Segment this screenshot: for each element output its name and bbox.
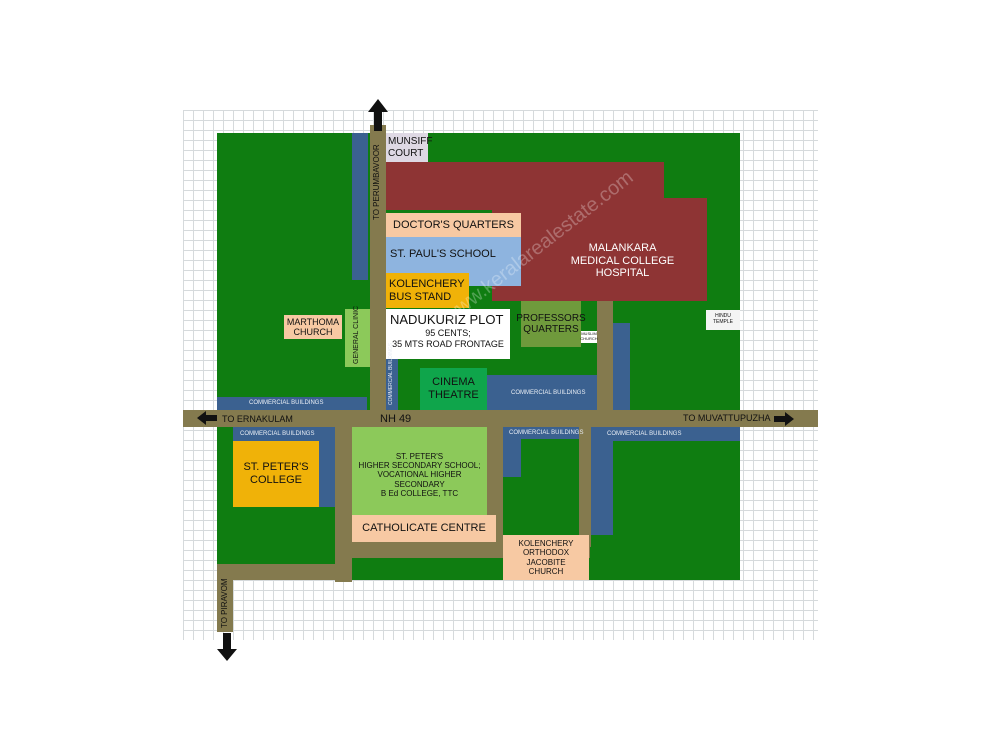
kolenchery-bus-stand: KOLENCHERY BUS STAND <box>386 273 469 308</box>
commercial-label: COMMERCIAL BUILDINGS <box>240 431 315 437</box>
to-piravom-label: TO PIRAVOM <box>220 578 229 629</box>
st-peters-school: ST. PETER'S HIGHER SECONDARY SCHOOL; VOC… <box>352 427 487 515</box>
hospital-block <box>492 198 707 301</box>
arrow-down-icon <box>217 633 237 661</box>
muslim-church: MUSLIM CHURCH <box>580 331 598 343</box>
commercial-strip: COMMERCIAL BUILDINGS <box>217 397 367 410</box>
munsiff-court: MUNSIFF COURT <box>386 133 432 162</box>
plot-title: NADUKURIZ PLOT <box>390 312 504 327</box>
st-peters-college: ST. PETER'S COLLEGE <box>233 441 319 507</box>
nadukuriz-plot: NADUKURIZ PLOT 95 CENTS; 35 MTS ROAD FRO… <box>386 309 510 359</box>
commercial-strip <box>352 133 368 280</box>
arrow-up-icon <box>368 99 388 131</box>
arrow-right-icon <box>774 412 794 426</box>
commercial-label: COMMERCIAL BUILDINGS <box>249 400 324 406</box>
to-perumbavoor-label: TO PERUMBAVOOR <box>372 144 381 220</box>
commercial-label: COMMERCIAL BUILDINGS <box>388 342 394 405</box>
marthoma-church: MARTHOMA CHURCH <box>284 315 342 339</box>
to-muvattupuzha-label: TO MUVATTUPUZHA <box>683 413 771 423</box>
commercial-strip: COMMERCIAL BUILDINGS <box>233 427 335 441</box>
catholicate-centre: CATHOLICATE CENTRE <box>352 515 496 542</box>
commercial-label: COMMERCIAL BUILDINGS <box>607 431 682 437</box>
hospital-label: MALANKARA MEDICAL COLLEGE HOSPITAL <box>570 242 675 280</box>
doctors-quarters: DOCTOR'S QUARTERS <box>386 213 521 237</box>
kolenchery-orthodox-church: KOLENCHERY ORTHODOX JACOBITE CHURCH <box>503 535 589 580</box>
hospital-road <box>597 300 613 410</box>
piravom-road-horizontal <box>217 564 352 580</box>
commercial-strip <box>591 441 613 535</box>
commercial-strip <box>613 323 630 410</box>
general-clinic: GENERAL CLINIC <box>345 305 370 367</box>
inner-road-2 <box>579 427 591 547</box>
commercial-strip <box>503 439 521 477</box>
commercial-label: COMMERCIAL BUILDINGS <box>511 390 586 396</box>
piravom-road-vertical <box>217 564 233 632</box>
nh49-label: NH 49 <box>380 413 412 425</box>
commercial-strip: COMMERCIAL BUILDINGS <box>503 427 583 439</box>
perumbavoor-road <box>370 125 386 425</box>
piravom-link-road <box>335 427 352 582</box>
to-ernakulam-label: TO ERNAKULAM <box>222 414 293 424</box>
commercial-strip: COMMERCIAL BUILDINGS <box>591 427 740 441</box>
commercial-strip <box>319 441 335 507</box>
professors-quarters: PROFESSORS QUARTERS <box>516 301 586 347</box>
commercial-label: COMMERCIAL BUILDINGS <box>509 430 584 436</box>
plot-detail: 95 CENTS; 35 MTS ROAD FRONTAGE <box>392 328 504 349</box>
hindu-temple: HINDU TEMPLE <box>706 310 740 330</box>
commercial-strip: COMMERCIAL BUILDINGS <box>487 375 597 410</box>
arrow-left-icon <box>197 411 217 425</box>
general-clinic-label: GENERAL CLINIC <box>353 305 360 364</box>
cinema-theatre: CINEMA THEATRE <box>420 368 487 410</box>
nh49-road <box>183 410 818 427</box>
